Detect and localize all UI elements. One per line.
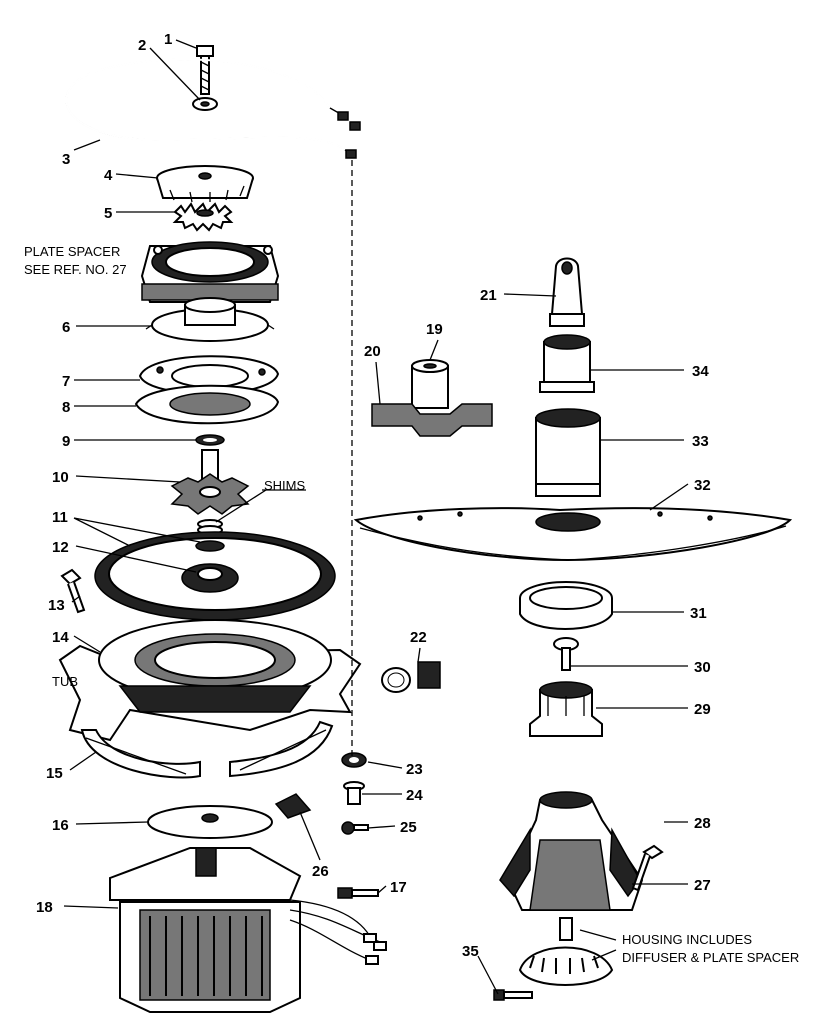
note-tub: TUB bbox=[52, 674, 78, 689]
label-ref-6: 6 bbox=[62, 319, 70, 336]
label-ref-35: 35 bbox=[462, 943, 479, 960]
part-31-ring bbox=[519, 581, 613, 630]
label-ref-29: 29 bbox=[694, 701, 711, 718]
label-ref-20: 20 bbox=[364, 343, 381, 360]
label-ref-26: 26 bbox=[312, 863, 329, 880]
label-ref-1: 1 bbox=[164, 31, 172, 48]
note-plate-spacer-line1: PLATE SPACER bbox=[24, 244, 120, 259]
part-19-bushing bbox=[411, 359, 449, 409]
part-14-pump-base bbox=[58, 619, 362, 742]
label-ref-8: 8 bbox=[62, 399, 70, 416]
part-4-cover bbox=[156, 165, 254, 203]
part-34-tower-tube bbox=[539, 334, 595, 393]
label-ref-32: 32 bbox=[694, 477, 711, 494]
label-ref-31: 31 bbox=[690, 605, 707, 622]
label-ref-2: 2 bbox=[138, 37, 146, 54]
note-shims: SHIMS bbox=[264, 478, 306, 493]
label-ref-18: 18 bbox=[36, 899, 53, 916]
part-17-screw bbox=[337, 887, 379, 899]
label-ref-34: 34 bbox=[692, 363, 709, 380]
part-15-bracket bbox=[80, 720, 334, 779]
label-ref-24: 24 bbox=[406, 787, 423, 804]
part-25-screw bbox=[341, 821, 369, 835]
label-ref-30: 30 bbox=[694, 659, 711, 676]
label-ref-7: 7 bbox=[62, 373, 70, 390]
label-ref-11: 11 bbox=[52, 509, 68, 526]
part-9-o-ring bbox=[195, 434, 225, 446]
plate-spacer bbox=[140, 241, 280, 303]
label-ref-21: 21 bbox=[480, 287, 497, 304]
part-24-fitting bbox=[343, 781, 365, 805]
label-ref-9: 9 bbox=[62, 433, 70, 450]
label-ref-23: 23 bbox=[406, 761, 423, 778]
part-26-clip bbox=[274, 793, 312, 819]
part-29-nut bbox=[529, 681, 603, 737]
labels: 1 2 3 4 5 6 7 8 9 10 11 12 13 14 15 16 1… bbox=[24, 31, 799, 965]
note-housing-line2: DIFFUSER & PLATE SPACER bbox=[622, 950, 799, 965]
part-21-spray-tower bbox=[549, 257, 585, 327]
part-2-washer bbox=[192, 97, 218, 111]
label-ref-10: 10 bbox=[52, 469, 69, 486]
note-plate-spacer-line2: SEE REF. NO. 27 bbox=[24, 262, 127, 277]
part-7-gasket bbox=[138, 355, 280, 395]
part-18-motor bbox=[109, 847, 387, 1013]
part-20-bracket bbox=[371, 403, 493, 437]
part-27-housing bbox=[499, 791, 644, 911]
part-23-grommet bbox=[341, 752, 367, 768]
part-13-screw bbox=[60, 568, 86, 614]
diffuser bbox=[518, 917, 614, 986]
part-16-plate bbox=[147, 805, 273, 839]
label-ref-19: 19 bbox=[426, 321, 443, 338]
leader-lines bbox=[63, 39, 689, 995]
label-ref-25: 25 bbox=[400, 819, 417, 836]
part-35-screw bbox=[493, 989, 533, 1001]
label-ref-22: 22 bbox=[410, 629, 427, 646]
label-ref-13: 13 bbox=[48, 597, 65, 614]
part-5-star-washer bbox=[172, 202, 234, 232]
part-12-bearing bbox=[181, 563, 239, 593]
label-ref-12: 12 bbox=[52, 539, 69, 556]
label-ref-4: 4 bbox=[104, 167, 113, 184]
part-10-impeller bbox=[170, 449, 250, 515]
part-30-screw bbox=[553, 637, 579, 671]
label-ref-17: 17 bbox=[390, 879, 407, 896]
part-1-bolt bbox=[196, 45, 214, 95]
label-ref-27: 27 bbox=[694, 877, 711, 894]
part-6-seal-housing bbox=[145, 297, 275, 342]
label-ref-15: 15 bbox=[46, 765, 63, 782]
label-ref-14: 14 bbox=[52, 629, 69, 646]
part-22-hose-clamp bbox=[381, 661, 441, 693]
part-28-screw bbox=[631, 844, 664, 892]
part-3-heating-element bbox=[65, 58, 361, 159]
part-8-gasket bbox=[134, 384, 280, 425]
label-ref-5: 5 bbox=[104, 205, 112, 222]
part-33-tower-tube bbox=[535, 408, 601, 497]
note-housing-line1: HOUSING INCLUDES bbox=[622, 932, 752, 947]
part-32-spray-arm bbox=[353, 507, 793, 562]
label-ref-3: 3 bbox=[62, 151, 70, 168]
label-ref-33: 33 bbox=[692, 433, 709, 450]
label-ref-16: 16 bbox=[52, 817, 69, 834]
label-ref-28: 28 bbox=[694, 815, 711, 832]
